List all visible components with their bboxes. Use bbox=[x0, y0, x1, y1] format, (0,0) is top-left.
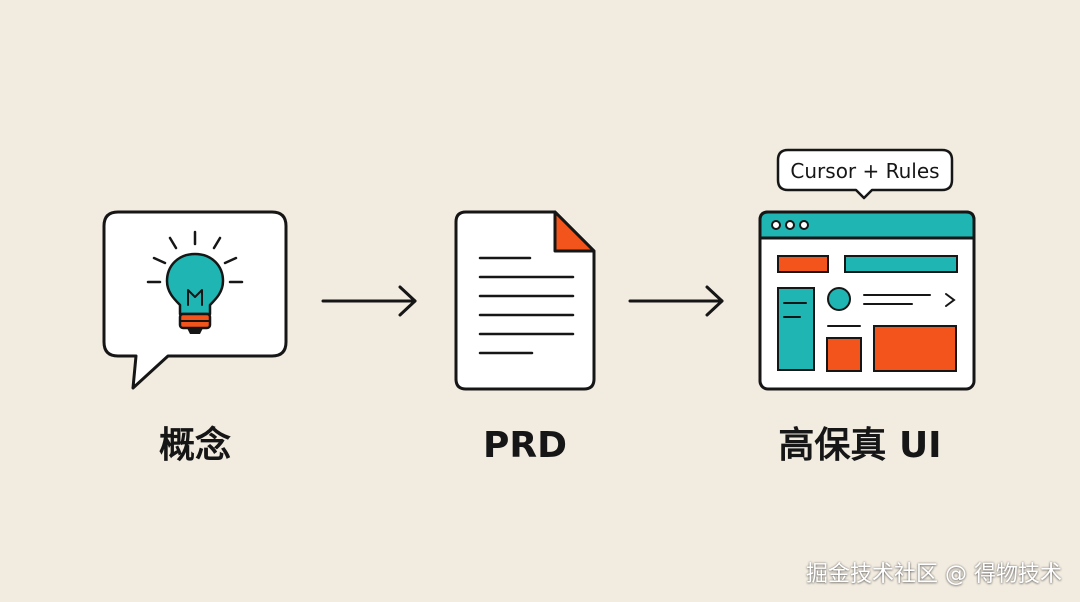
arrow-right-icon bbox=[628, 285, 724, 317]
badge-bubble bbox=[776, 148, 954, 200]
step-label-prd: PRD bbox=[483, 425, 567, 466]
document-icon bbox=[454, 210, 596, 391]
browser-wireframe-icon bbox=[758, 210, 976, 391]
badge-label: Cursor + Rules bbox=[790, 159, 940, 183]
watermark: 掘金技术社区 @ 得物技术 bbox=[806, 562, 1062, 587]
arrow-right-icon bbox=[321, 285, 417, 317]
lightbulb-speech-bubble-icon bbox=[102, 210, 288, 390]
step-label-hifi-ui: 高保真 UI bbox=[778, 425, 942, 466]
step-label-concept: 概念 bbox=[158, 425, 231, 466]
